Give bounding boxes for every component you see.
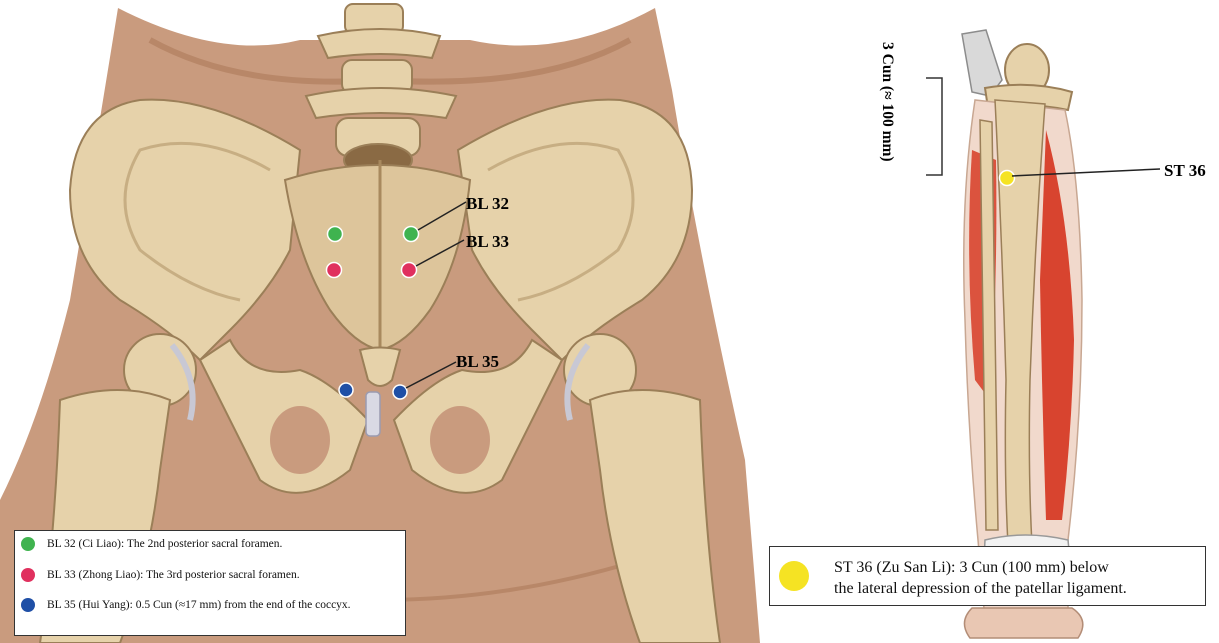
- bl35-left-dot: [339, 383, 353, 397]
- bl35-label: BL 35: [456, 352, 499, 371]
- st36-legend-text: ST 36 (Zu San Li): 3 Cun (100 mm) below …: [834, 557, 1127, 599]
- st36-legend-line2: the lateral depression of the patellar l…: [834, 578, 1127, 599]
- legend-item-bl32: BL 32 (Ci Liao): The 2nd posterior sacra…: [21, 537, 282, 551]
- st36-dot: [1000, 171, 1015, 186]
- bl33-label: BL 33: [466, 232, 509, 251]
- legend-text-bl35: BL 35 (Hui Yang): 0.5 Cun (≈17 mm) from …: [47, 599, 351, 611]
- st36-label: ST 36: [1164, 161, 1206, 180]
- measure-label: 3 Cun (≈ 100 mm): [879, 42, 896, 162]
- measure-bracket: [926, 78, 942, 175]
- foot: [964, 608, 1082, 638]
- legend-text-bl32: BL 32 (Ci Liao): The 2nd posterior sacra…: [47, 538, 282, 550]
- st36-legend-dot: [779, 561, 809, 591]
- st36-legend-line1: ST 36 (Zu San Li): 3 Cun (100 mm) below: [834, 557, 1127, 578]
- bl32-label: BL 32: [466, 194, 509, 213]
- legend-text-bl33: BL 33 (Zhong Liao): The 3rd posterior sa…: [47, 569, 300, 581]
- bl33-right-dot: [402, 263, 417, 278]
- bl32-right-dot: [404, 227, 419, 242]
- bl33-legend-dot: [21, 568, 35, 582]
- bl35-legend-dot: [21, 598, 35, 612]
- bl32-legend-dot: [21, 537, 35, 551]
- legend-item-bl33: BL 33 (Zhong Liao): The 3rd posterior sa…: [21, 568, 300, 582]
- leg-legend: ST 36 (Zu San Li): 3 Cun (100 mm) below …: [769, 546, 1206, 606]
- bl32-left-dot: [328, 227, 343, 242]
- pubic-symphysis: [366, 392, 380, 436]
- pelvis-legend: BL 32 (Ci Liao): The 2nd posterior sacra…: [14, 530, 406, 636]
- bl33-left-dot: [327, 263, 342, 278]
- bl35-right-dot: [393, 385, 407, 399]
- legend-item-bl35: BL 35 (Hui Yang): 0.5 Cun (≈17 mm) from …: [21, 598, 351, 612]
